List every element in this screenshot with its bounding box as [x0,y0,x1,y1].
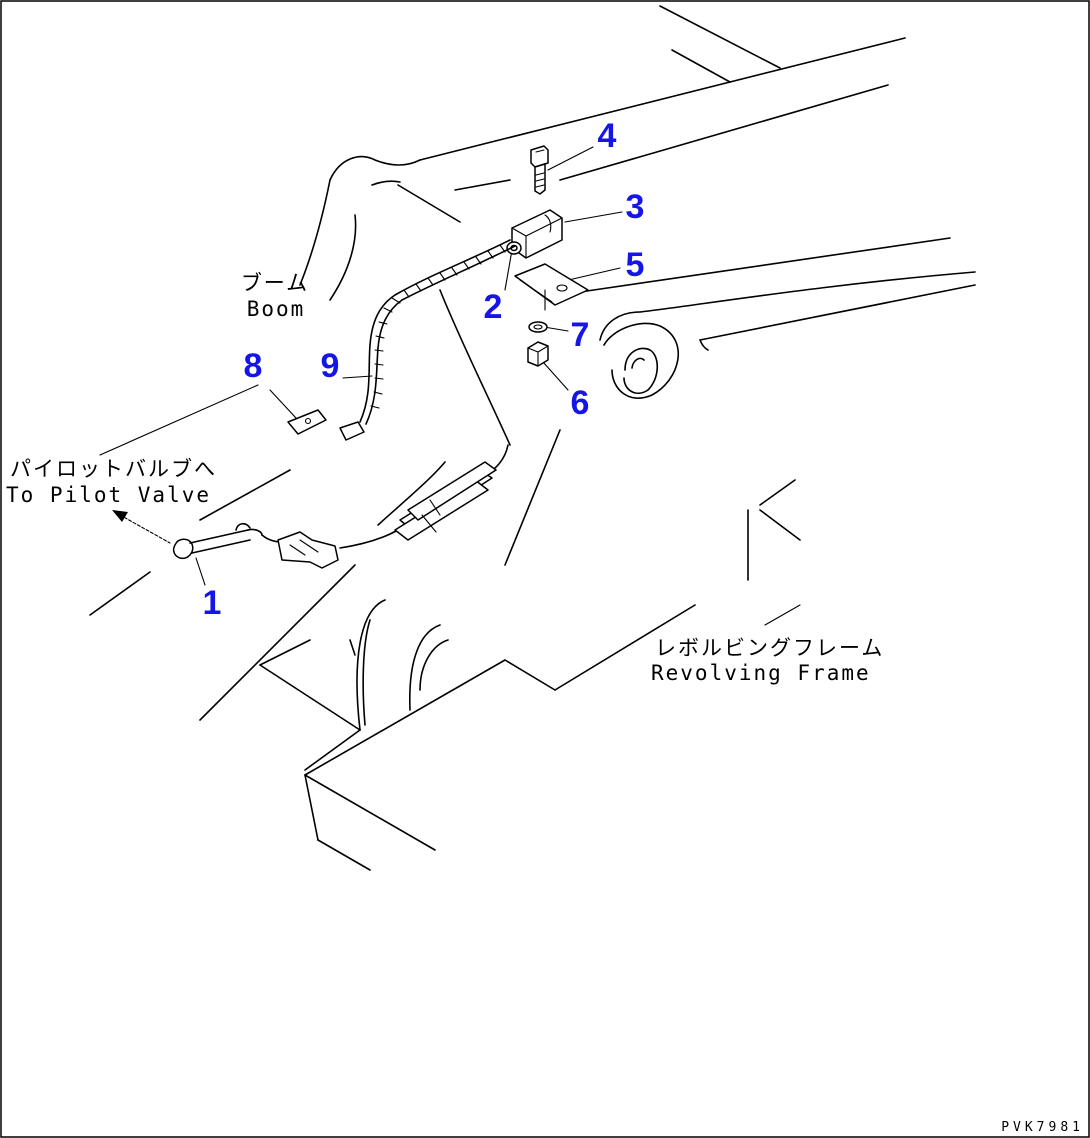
callout-4: 4 [598,117,617,155]
pilot-valve-lines [99,384,291,521]
arm-outline [579,237,976,399]
clip-part-8 [287,409,327,435]
revolving-frame-label-en: Revolving Frame [651,661,871,685]
bolt-part-4 [530,145,549,195]
drawing-code: PVK7981 [1001,1120,1084,1135]
connector-part-2 [506,241,522,255]
callout-9: 9 [321,347,340,385]
switch-part-3 [511,209,563,259]
pilot-valve-label-jp: パイロットバルブへ [10,457,217,481]
revolving-frame-label-jp: レボルビングフレーム [655,636,884,660]
boom-label-jp: ブーム [241,271,309,295]
callout-1: 1 [203,584,222,622]
revolving-frame-outline [89,429,801,871]
boom-outline [299,5,906,476]
callout-2: 2 [484,288,503,326]
callout-6: 6 [571,384,590,422]
harness-part-9 [339,239,516,441]
callout-5: 5 [626,246,645,284]
boom-label-en: Boom [247,297,306,321]
bracket-part-5 [514,263,589,311]
nut-part-6 [527,341,549,367]
callout-3: 3 [626,188,645,226]
arrow-to-pilot-valve [112,510,171,544]
washer-part-7 [528,321,548,333]
hose-bundle [339,461,497,549]
fitting-part-1 [172,522,339,569]
callout-7: 7 [571,316,590,354]
callout-8: 8 [244,347,263,385]
pilot-valve-label-en: To Pilot Valve [6,483,211,507]
